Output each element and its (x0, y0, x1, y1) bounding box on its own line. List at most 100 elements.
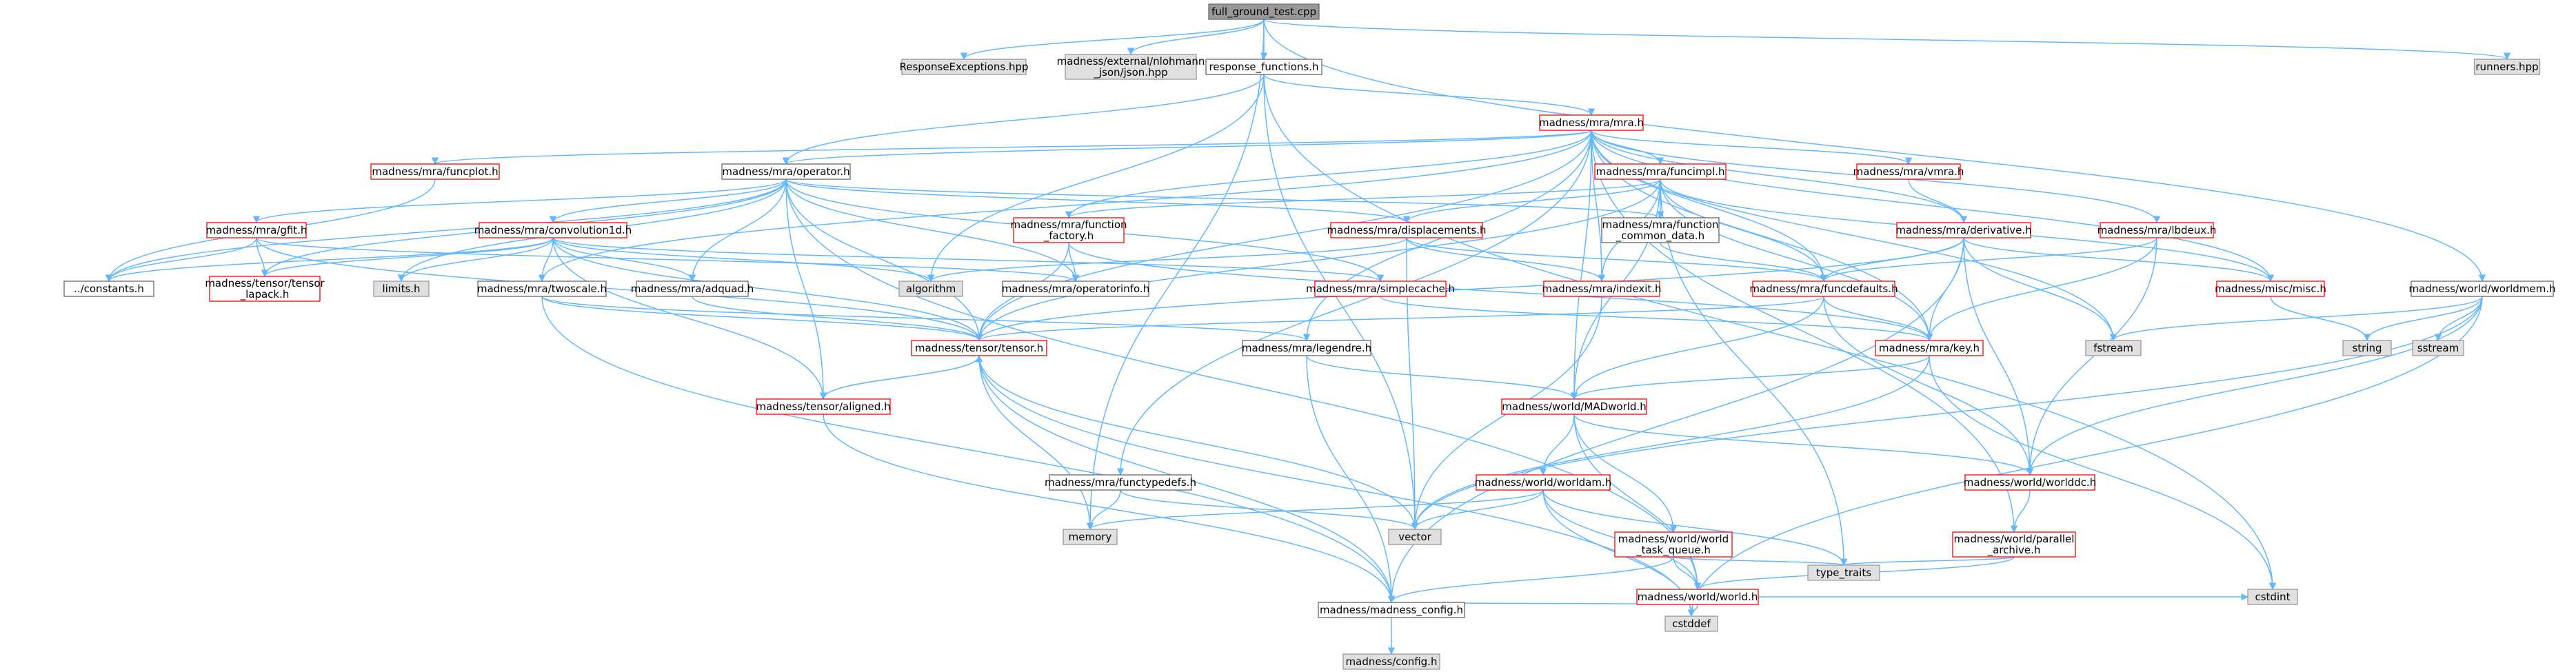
node-label: madness/mra/displacements.h (1327, 224, 1487, 236)
node-box (1049, 474, 1192, 491)
node-box (206, 222, 307, 238)
node-algorithm[interactable]: algorithm (898, 281, 963, 297)
node-gfit[interactable]: madness/mra/gfit.h (206, 222, 308, 238)
node-funcplot[interactable]: madness/mra/funcplot.h (370, 163, 500, 180)
edge-derivative-to-tensor (975, 237, 1964, 342)
node-conv1d[interactable]: madness/mra/convolution1d.h (474, 222, 632, 238)
node-label: madness/mra/simplecache.h (1306, 283, 1455, 295)
node-indexit[interactable]: madness/mra/indexit.h (1542, 281, 1662, 297)
edge-tensor-to-vector (978, 355, 1419, 531)
node-label: ResponseExceptions.hpp (900, 61, 1029, 73)
edge-operator-to-gfit (252, 179, 787, 224)
edge-worldmem-to-string (2363, 296, 2483, 342)
edge-mra-to-tensor (975, 130, 1592, 342)
node-label: madness/mra/function_factory.h (1010, 218, 1127, 243)
node-fstream[interactable]: fstream (2085, 340, 2142, 356)
node-constants[interactable]: ../constants.h (63, 281, 154, 297)
edge-derivative-to-fstream (1963, 237, 2117, 342)
edge-twoscale-to-legendre (541, 296, 1310, 342)
node-displacements[interactable]: madness/mra/displacements.h (1327, 222, 1487, 238)
node-derivative[interactable]: madness/mra/derivative.h (1895, 222, 2032, 238)
edge-operator-to-aligned (785, 179, 827, 400)
node-limits[interactable]: limits.h (373, 281, 430, 297)
node-box (63, 281, 154, 297)
node-resp-fun[interactable]: response_functions.h (1205, 59, 1322, 75)
node-lbdeux[interactable]: madness/mra/lbdeux.h (2097, 222, 2217, 238)
edge-conv1d-to-adquad (552, 237, 696, 283)
edge-root-to-worldmem (1263, 19, 2486, 283)
node-label: runners.hpp (2475, 61, 2538, 73)
node-type-traits[interactable]: type_traits (1807, 564, 1880, 581)
node-task-queue[interactable]: madness/world/world_task_queue.h (1614, 531, 1733, 558)
node-runners[interactable]: runners.hpp (2473, 59, 2541, 75)
node-worldam[interactable]: madness/world/worldam.h (1475, 474, 1611, 491)
node-twoscale[interactable]: madness/mra/twoscale.h (477, 281, 607, 297)
node-label: madness/world/parallel_archive.h (1954, 533, 2075, 557)
node-aligned[interactable]: madness/tensor/aligned.h (756, 398, 891, 415)
node-box (1896, 222, 2031, 238)
node-functypedefs[interactable]: madness/mra/functypedefs.h (1045, 474, 1196, 491)
node-worldmem[interactable]: madness/world/worldmem.h (2408, 281, 2556, 297)
node-label: cstddef (1672, 618, 1711, 630)
node-box (721, 163, 851, 180)
edge-lbdeux-to-funcdefaults (1820, 237, 2157, 283)
node-operator[interactable]: madness/mra/operator.h (721, 163, 851, 180)
node-sstream[interactable]: sstream (2412, 340, 2464, 356)
node-madness-config[interactable]: madness/madness_config.h (1318, 602, 1465, 618)
node-funcimpl[interactable]: madness/mra/funcimpl.h (1594, 163, 1727, 180)
node-resp-exc[interactable]: ResponseExceptions.hpp (900, 59, 1029, 75)
node-box (1208, 3, 1320, 20)
edge-conv1d-to-tensor (552, 237, 983, 342)
edge-worldmem-to-fstream (2109, 296, 2483, 342)
node-box (1205, 59, 1322, 75)
node-simplecache[interactable]: madness/mra/simplecache.h (1306, 281, 1455, 297)
node-box (1013, 217, 1125, 243)
edge-madworld-to-worlddc (1573, 414, 2034, 476)
edge-layer (105, 19, 2510, 655)
node-root[interactable]: full_ground_test.cpp (1208, 3, 1320, 20)
edge-root-to-resp_exc (960, 19, 1265, 61)
node-memory[interactable]: memory (1063, 529, 1118, 545)
node-tensor-lapack[interactable]: madness/tensor/tensor_lapack.h (205, 276, 325, 302)
node-madworld[interactable]: madness/world/MADworld.h (1501, 398, 1647, 415)
node-worlddc[interactable]: madness/world/worlddc.h (1964, 474, 2096, 491)
node-box (2216, 281, 2325, 297)
node-cstddef[interactable]: cstddef (1664, 615, 1718, 632)
node-string[interactable]: string (2342, 340, 2392, 356)
node-misc[interactable]: madness/misc/misc.h (2215, 281, 2326, 297)
node-label: madness/mra/funcplot.h (372, 165, 498, 178)
node-box (2412, 340, 2464, 356)
edge-madworld-to-worldam (1539, 414, 1575, 476)
node-operatorinfo[interactable]: madness/mra/operatorinfo.h (1002, 281, 1149, 297)
node-label: madness/mra/convolution1d.h (474, 224, 632, 236)
edge-adquad-to-tensor (692, 296, 983, 342)
node-label: madness/mra/funcdefaults.h (1749, 283, 1898, 295)
node-box (1065, 54, 1197, 80)
node-vmra[interactable]: madness/mra/vmra.h (1853, 163, 1964, 180)
node-vector[interactable]: vector (1388, 529, 1442, 545)
node-label: madness/mra/funcimpl.h (1596, 165, 1724, 178)
edge-twoscale-to-madness_config (541, 296, 1396, 604)
node-parallel-archive[interactable]: madness/world/parallel_archive.h (1952, 531, 2076, 558)
node-label: string (2352, 342, 2382, 354)
node-box (1964, 474, 2095, 491)
node-world[interactable]: madness/world/world.h (1636, 589, 1759, 605)
node-func-common[interactable]: madness/mra/function_common_data.h (1601, 217, 1720, 243)
node-cstdint[interactable]: cstdint (2247, 589, 2298, 605)
node-legendre[interactable]: madness/mra/legendre.h (1242, 340, 1371, 356)
node-tensor[interactable]: madness/tensor/tensor.h (911, 340, 1047, 356)
node-mra[interactable]: madness/mra/mra.h (1539, 114, 1644, 131)
node-box (1664, 615, 1718, 632)
node-box (1476, 474, 1611, 491)
edge-tensor-to-cstddef (978, 355, 1695, 618)
node-funcdefaults[interactable]: madness/mra/funcdefaults.h (1749, 281, 1898, 297)
node-box (2473, 59, 2541, 75)
node-json[interactable]: madness/external/nlohmann_json/json.hpp (1057, 54, 1205, 80)
node-key[interactable]: madness/mra/key.h (1875, 340, 1984, 356)
node-adquad[interactable]: madness/mra/adquad.h (631, 281, 754, 297)
node-config[interactable]: madness/config.h (1342, 653, 1440, 670)
edge-operator-to-world (785, 179, 1702, 591)
node-box (1807, 564, 1880, 581)
edge-lbdeux-to-worlddc (2026, 237, 2157, 476)
node-function-factory[interactable]: madness/mra/function_factory.h (1010, 217, 1127, 243)
